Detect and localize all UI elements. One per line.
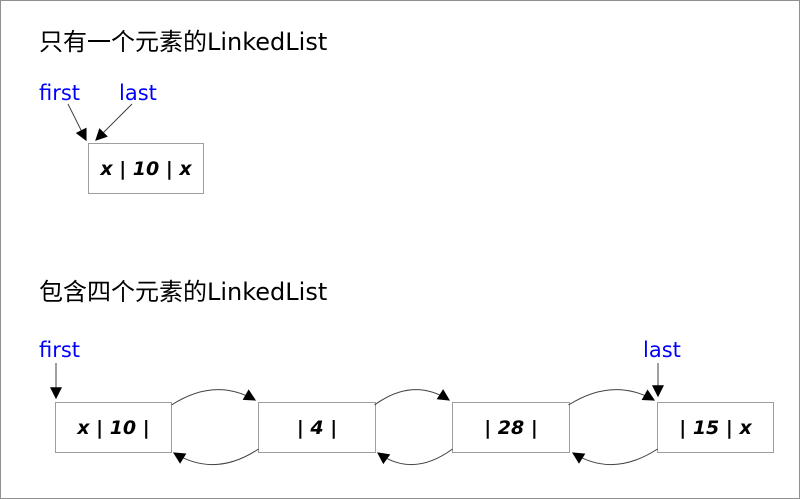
prev-link-arc-2 — [377, 448, 453, 465]
first-pointer-arrow-single — [67, 103, 87, 142]
next-link-arc-3 — [568, 389, 656, 406]
next-link-arc-1 — [171, 389, 257, 406]
first-pointer-label-four: first — [39, 338, 81, 362]
last-pointer-arrow-single — [95, 103, 133, 141]
prev-link-arc-3 — [571, 448, 658, 465]
first-pointer-label-single: first — [39, 81, 81, 105]
section-title-single-element: 只有一个元素的LinkedList — [39, 28, 328, 56]
four-list-node-box-2: | 4 | — [258, 402, 376, 453]
four-list-node-box-1: x | 10 | — [55, 402, 172, 453]
prev-link-arc-1 — [172, 448, 259, 465]
single-list-node-box: x | 10 | x — [88, 143, 204, 194]
four-list-node-box-4: | 15 | x — [657, 402, 774, 453]
next-link-arc-2 — [374, 389, 451, 406]
last-pointer-label-four: last — [643, 338, 681, 362]
four-list-node-box-3: | 28 | — [452, 402, 570, 453]
last-pointer-label-single: last — [119, 81, 157, 105]
section-title-four-elements: 包含四个元素的LinkedList — [39, 278, 328, 306]
